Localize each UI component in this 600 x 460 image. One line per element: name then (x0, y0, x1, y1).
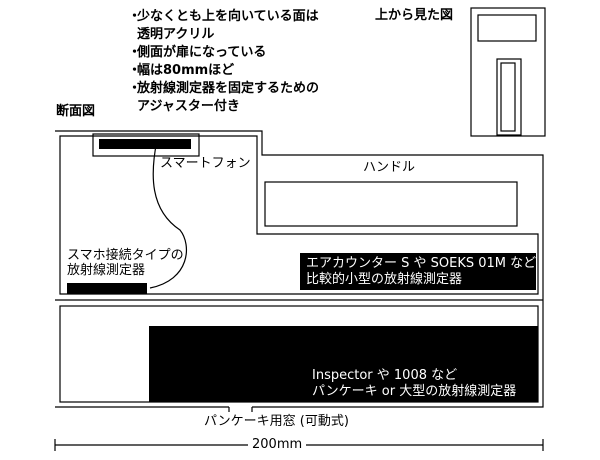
upper-compartment (59, 135, 539, 295)
small-meter-label-line1: エアカウンター S や SOEKS 01M など (306, 256, 537, 271)
top-view-window (477, 14, 537, 42)
window-label: パンケーキ用窓 (可動式) (204, 414, 349, 429)
note-item-continued: アジャスター付き (137, 99, 240, 114)
smartphone-label: スマートフォン (160, 156, 251, 171)
handle-shape (264, 181, 518, 227)
smartphone-shape (99, 139, 191, 149)
large-meter-label-line1: Inspector や 1008 など (312, 368, 458, 383)
large-meter-label-line2: パンケーキ or 大型の放射線測定器 (312, 384, 517, 399)
top-view-outline (470, 7, 546, 137)
case-outline (55, 130, 544, 408)
top-view-label: 上から見た図 (375, 8, 454, 23)
note-item: ・放射線測定器を固定するための (128, 81, 320, 96)
note-item: ・幅は80mmほど (128, 63, 235, 78)
small-meter-box (300, 253, 536, 290)
width-dimension-label: 200mm (248, 437, 307, 453)
feature-notes: ・少なくとも上を向いている面は 透明アクリル ・側面が扉になっている ・幅は80… (128, 8, 319, 116)
probe-label-line1: スマホ接続タイプの (67, 248, 184, 263)
small-meter-label-line2: 比較的小型の放射線測定器 (306, 272, 463, 287)
section-label: 断面図 (56, 104, 96, 119)
probe-label-line2: 放射線測定器 (67, 263, 146, 278)
top-view-handle-outer (496, 58, 522, 136)
probe-cable (149, 139, 187, 289)
note-item: ・少なくとも上を向いている面は (128, 9, 319, 24)
probe-device (67, 283, 147, 294)
handle-label: ハンドル (363, 160, 416, 175)
note-item: ・側面が扉になっている (128, 45, 267, 60)
smartphone-tray (92, 133, 200, 157)
note-item-continued: 透明アクリル (137, 27, 215, 42)
large-meter-box (149, 326, 538, 402)
top-view-handle-inner (500, 62, 516, 132)
